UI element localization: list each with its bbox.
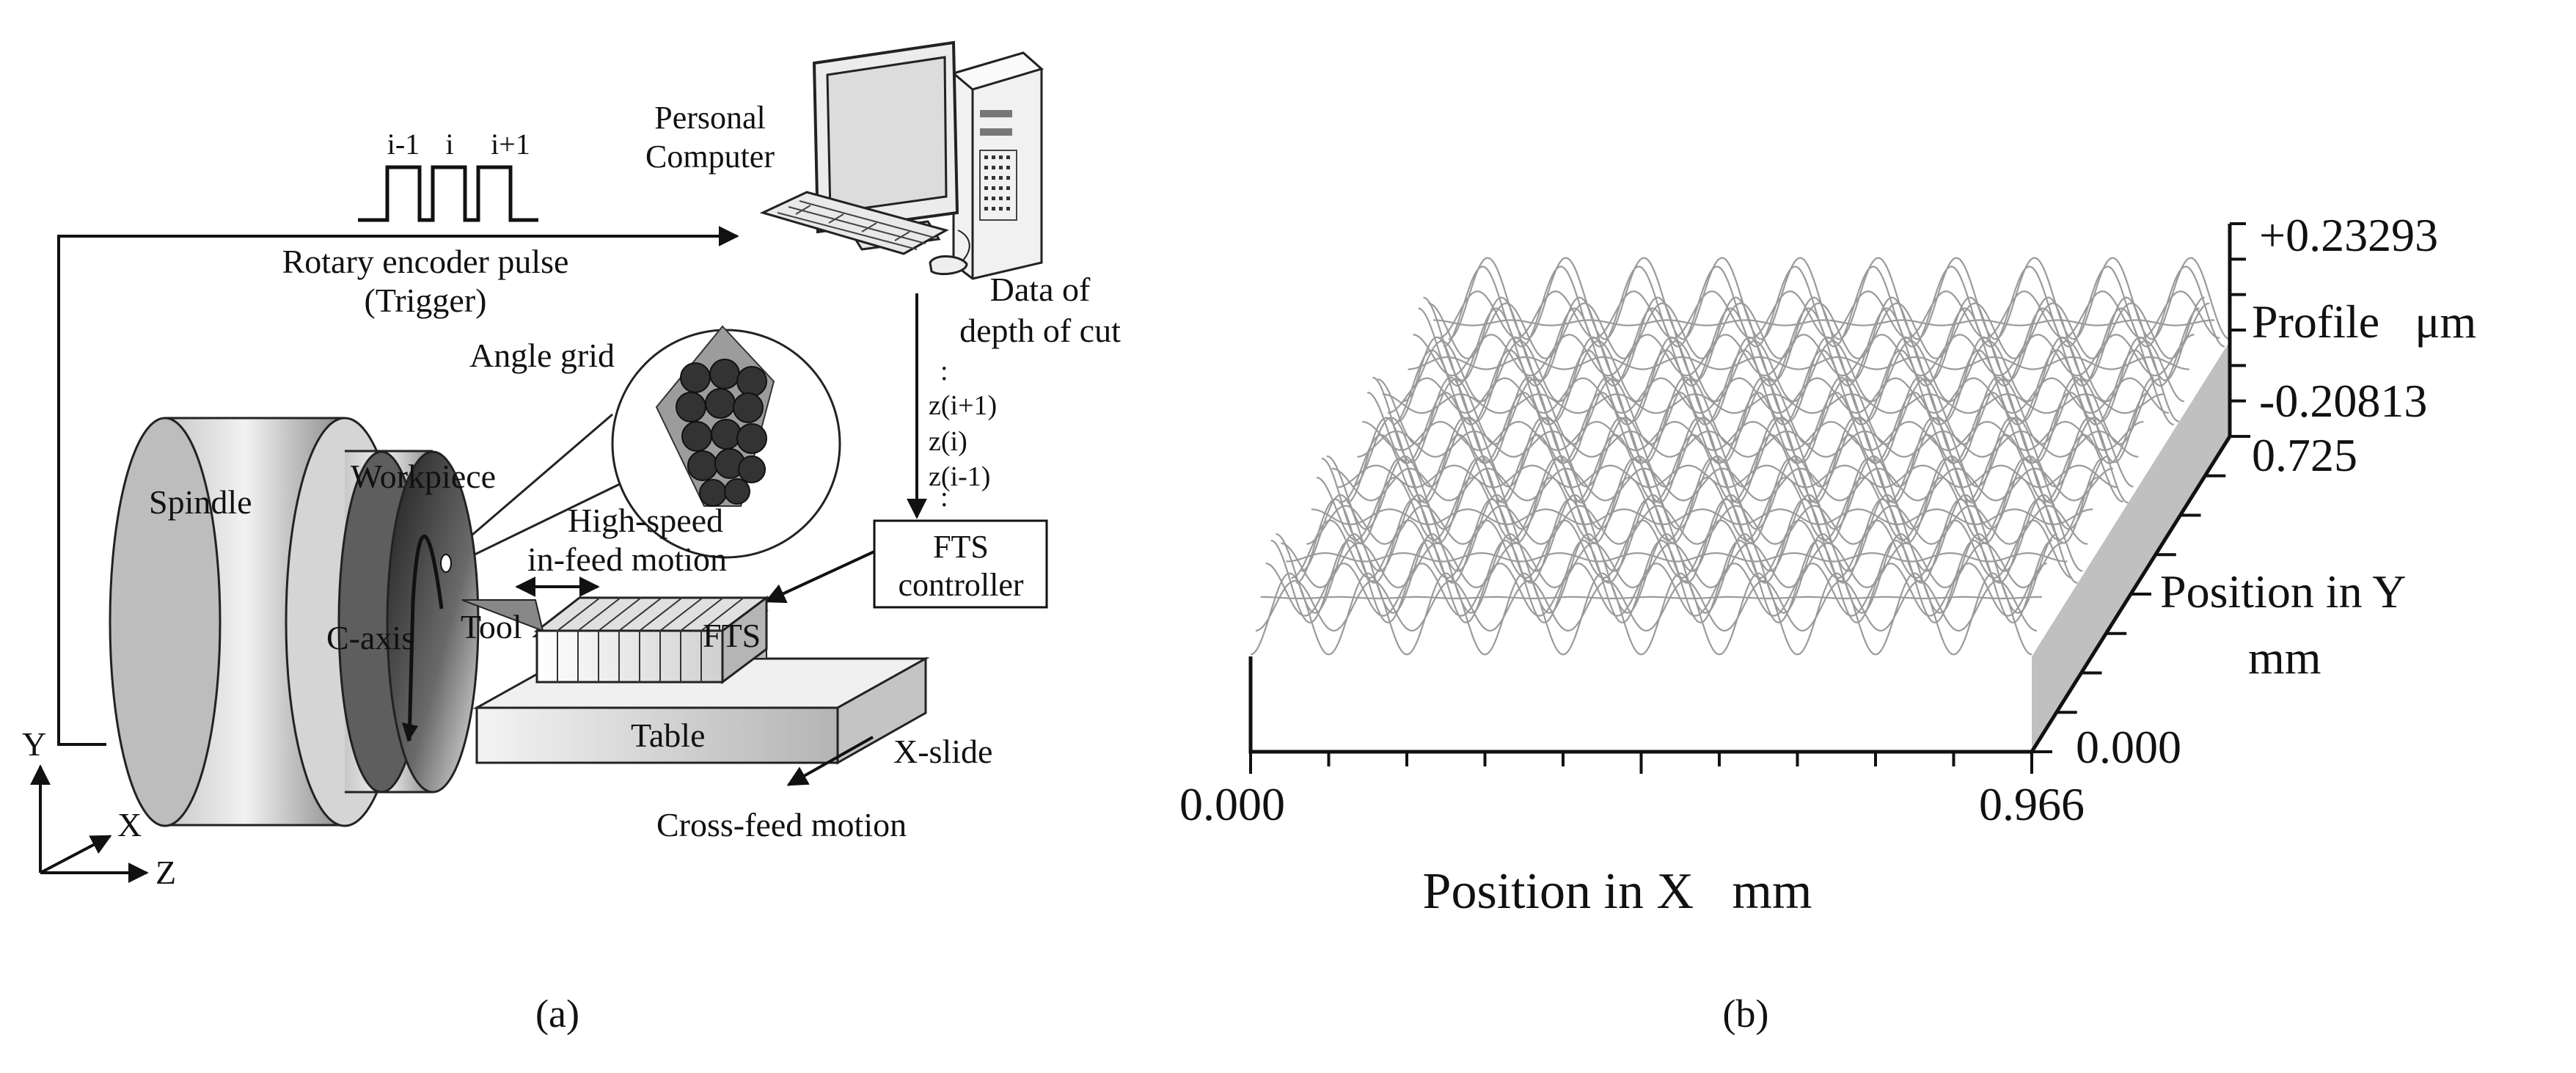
surface-profile-line: [1413, 334, 2195, 377]
surface-plot: [1250, 257, 2231, 752]
crossfeed-label: Cross-feed motion: [656, 806, 907, 843]
data-label-line1: Data of: [990, 271, 1091, 308]
y-min-label: 0.000: [2076, 721, 2181, 773]
surface-profile-line: [1331, 467, 2113, 502]
x-axis-ticks: [1249, 752, 2033, 774]
fts-label: FTS: [703, 617, 761, 654]
fts-actuator: [461, 596, 770, 684]
z-axis-title: Profile μm: [2252, 296, 2476, 348]
surface-profile-line: [1260, 596, 2042, 600]
xslide-label: X-slide: [893, 733, 992, 770]
encoder-label-line2: (Trigger): [365, 282, 487, 319]
x-axis-line: [1248, 656, 2032, 754]
angle-grid-label: Angle grid: [469, 337, 615, 374]
x-axis-title: Position in X mm: [1423, 863, 1812, 920]
surface-profile-line: [1316, 476, 2099, 541]
surface-profile-line: [1387, 377, 2170, 414]
surface-profile-line: [1372, 376, 2154, 464]
encoder-label-line1: Rotary encoder pulse: [282, 243, 569, 280]
axis-x-label: X: [117, 806, 142, 843]
z-value-prev: z(i-1): [929, 461, 990, 492]
surface-profile-line: [1306, 505, 2088, 545]
crossfeed-arrow: [786, 736, 874, 786]
surface-profile-line: [1265, 563, 2048, 617]
z-value-current: z(i): [929, 426, 967, 457]
axis-y-label: Y: [22, 725, 46, 763]
z-max-label: +0.23293: [2259, 209, 2438, 261]
z-value-dots-top: :: [940, 356, 948, 387]
z-value-dots-bottom: :: [940, 482, 948, 513]
y-axis-title-line2: mm: [2248, 631, 2321, 684]
surface-profile-line: [1255, 579, 2038, 632]
pc-label-line2: Computer: [645, 139, 775, 175]
y-axis-title-line1: Position in Y: [2160, 565, 2406, 618]
surface-profile-line: [1321, 457, 2104, 544]
x-max-label: 0.966: [1979, 778, 2085, 830]
workpiece: [337, 450, 480, 794]
surface-end-face: [2032, 341, 2230, 752]
caption-a: (a): [535, 992, 579, 1036]
controller-to-fts-arrow: [764, 550, 875, 604]
panel-b: 0.000 0.966 Position in X mm 0.000 0.725…: [1179, 209, 2476, 1036]
spindle-label: Spindle: [149, 483, 252, 521]
axis-x-arrow: [40, 835, 112, 874]
caption-b: (b): [1723, 992, 1769, 1036]
surface-profile-line: [1366, 391, 2149, 464]
surface-profile-line: [1433, 319, 2215, 326]
surface-profile-line: [1286, 552, 2068, 563]
surface-profile-line: [1408, 356, 2189, 370]
surface-profile-line: [1423, 296, 2205, 381]
data-label-line2: depth of cut: [959, 312, 1121, 349]
surface-profile-line: [1402, 340, 2184, 403]
surface-profile-line: [1311, 508, 2093, 526]
highspeed-label-line2: in-feed motion: [527, 541, 727, 578]
fts-controller-label-line1: FTS: [933, 529, 989, 565]
pc-label-line1: Personal: [654, 100, 766, 136]
surface-profile-line: [1250, 572, 2032, 656]
axis-z-label: Z: [155, 854, 176, 891]
caxis-label: C-axis: [326, 619, 414, 656]
fts-controller-box: [873, 519, 1048, 609]
surface-profile-line: [1357, 430, 2139, 458]
surface-profile-line: [1438, 290, 2220, 340]
z-axis-ticks: [2230, 222, 2246, 438]
surface-profile-line: [1300, 494, 2083, 572]
z-min-label: -0.20813: [2259, 375, 2427, 427]
pulse-label-prev: i-1: [387, 128, 420, 161]
surface-profile-line: [1270, 539, 2052, 624]
surface-profile-line: [1382, 393, 2165, 414]
highspeed-label-line1: High-speed: [568, 502, 723, 539]
surface-profile-line: [1443, 265, 2225, 348]
pulse-label-next: i+1: [491, 128, 530, 161]
pulse-train: [358, 165, 538, 222]
panel-a: i-1 i i+1: [22, 40, 1121, 1036]
zoom-leader-upper: [445, 413, 613, 559]
surface-profile-line: [1347, 417, 2129, 504]
surface-profile-line: [1291, 519, 2073, 579]
surface-profile-line: [1296, 498, 2078, 584]
tool-label: Tool: [461, 608, 522, 645]
table-label: Table: [631, 717, 706, 754]
x-min-label: 0.000: [1179, 778, 1285, 830]
surface-profile-line: [1448, 257, 2231, 340]
surface-profile-line: [1377, 378, 2159, 445]
workpiece-label: Workpiece: [351, 458, 496, 495]
personal-computer-icon: [759, 40, 1044, 280]
angle-grid-cells: [676, 359, 767, 507]
z-value-next: z(i+1): [929, 390, 997, 421]
pulse-label-current: i: [445, 128, 453, 161]
fts-controller-label-line2: controller: [898, 567, 1023, 603]
encoder-signal-line: [57, 226, 739, 746]
y-max-label: 0.725: [2252, 429, 2357, 481]
